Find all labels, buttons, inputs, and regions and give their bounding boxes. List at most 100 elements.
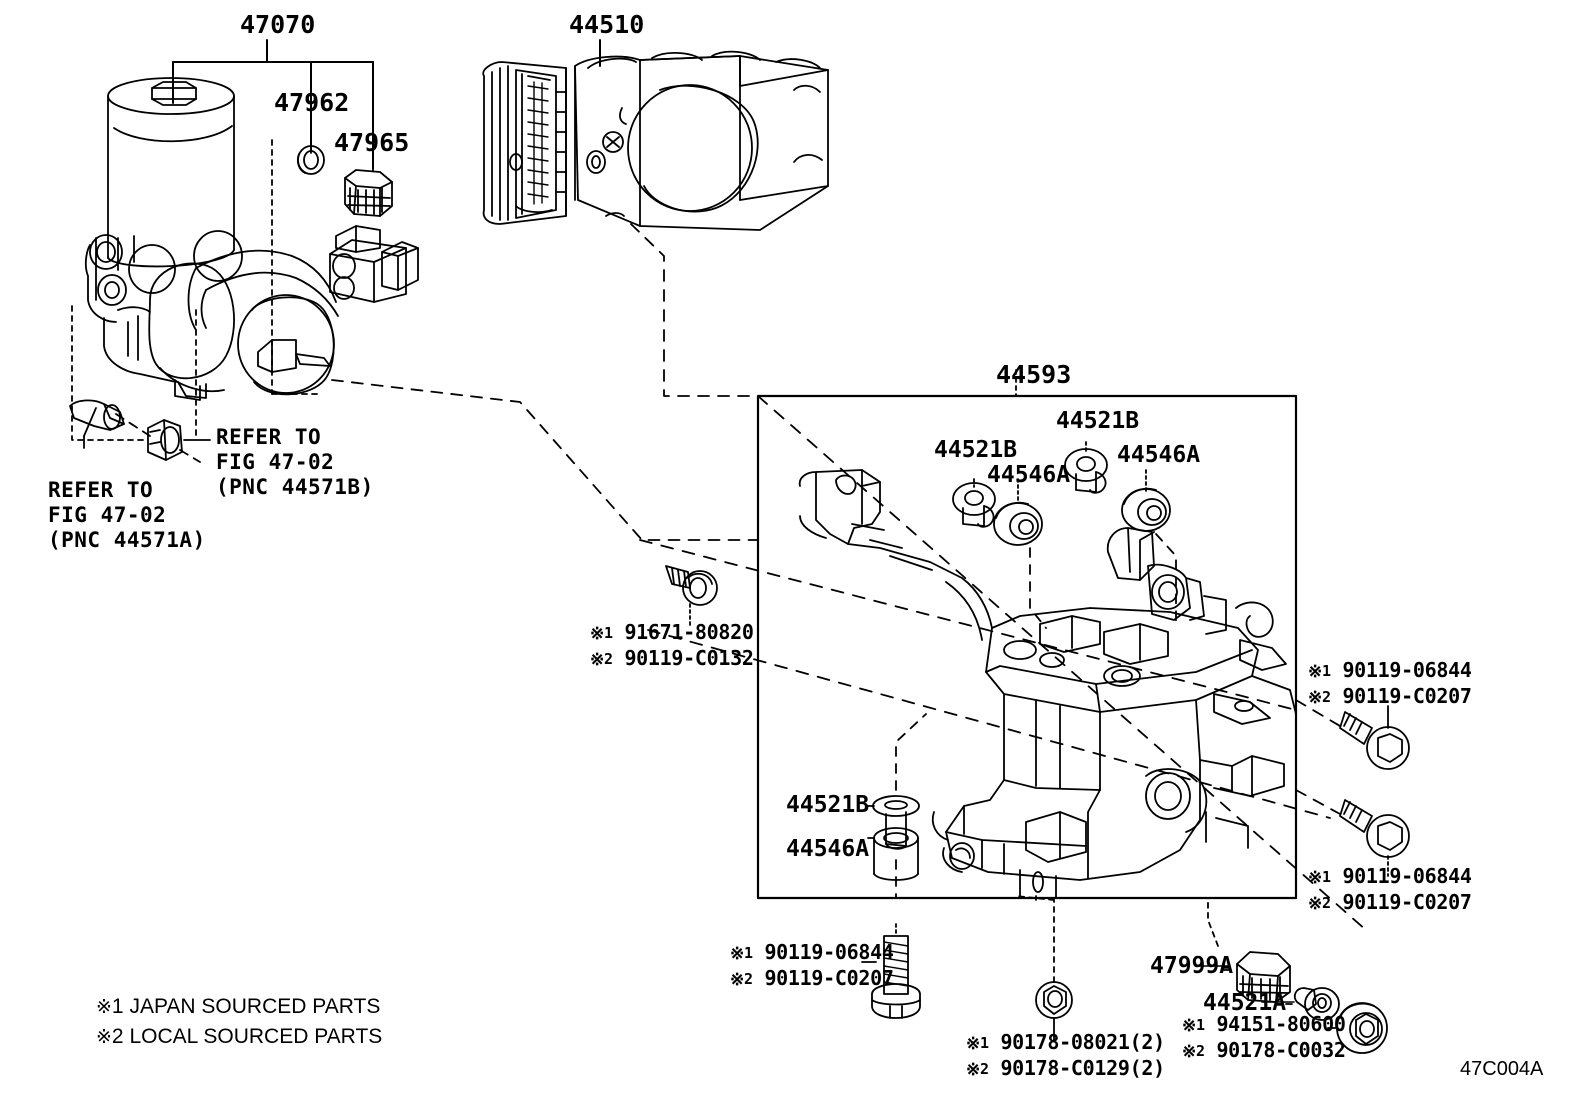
box-dash-diagonals [639,395,1367,931]
fastener-90119-06844-upper-right [1339,705,1410,770]
source-mark-2-num: 2 [743,970,753,988]
source-code-bolt-right-upper: ※1 90119-06844※2 90119-C0207 [1308,658,1472,710]
refer-left-hose [69,399,125,449]
source-code-bolt-center-left: ※1 91671-80820※2 90119-C0132 [590,620,754,672]
refer-right-line2: FIG 47-02 [216,450,335,474]
part-47962-oring [296,145,325,175]
source-mark-1-num: 1 [1195,1016,1205,1034]
source-code-1: 91671-80820 [624,620,754,644]
source-mark-1-num: 1 [1321,662,1331,680]
callout-47965: 47965 [334,128,410,157]
callout-44521B-upper-center: 44521B [1056,408,1140,434]
assembly-dash-47070 [331,379,759,541]
legend-mark-2-num: 2 [111,1025,124,1048]
source-code-1: 94151-80600 [1216,1012,1346,1036]
callout-47999A: 47999A [1150,953,1234,979]
callout-44510: 44510 [569,10,645,39]
callout-44546A-lower-left: 44546A [786,836,870,862]
source-code-nut-bottom-right: ※1 94151-80600※2 90178-C0032 [1182,1012,1346,1064]
refer-right-line1: REFER TO [216,425,322,449]
legend-mark-1: ※ [96,997,112,1018]
callout-44521A: 44521A [1203,990,1287,1016]
callout-47962: 47962 [274,88,350,117]
figure-code: 47C004A [1460,1058,1544,1080]
source-mark-1: ※ [966,1034,980,1054]
part-47999A [1207,897,1291,1003]
source-mark-2: ※ [730,970,744,990]
legend-text-1: JAPAN SOURCED PARTS [129,995,381,1018]
source-mark-1-num: 1 [979,1034,989,1052]
source-code-2: 90119-C0207 [1342,890,1472,914]
source-mark-1: ※ [1308,662,1322,682]
fastener-90119-06844-bottom-left [861,923,921,1019]
source-code-2: 90119-C0132 [624,646,754,670]
fastener-90178-08021 [1015,895,1073,1041]
source-mark-2: ※ [966,1060,980,1080]
guide-dash-47070 [271,139,321,395]
legend-mark-2: ※ [96,1027,112,1048]
source-code-1: 90119-06844 [764,940,894,964]
source-mark-2-num: 2 [603,650,613,668]
source-mark-1-num: 1 [1321,868,1331,886]
part-44546A-upper-right [1121,469,1171,532]
source-mark-1-num: 1 [743,944,753,962]
source-code-2: 90119-C0207 [764,966,894,990]
refer-dash-diagonals [115,413,201,463]
part-47070-booster-pump [84,77,419,401]
source-code-1: 90119-06844 [1342,658,1472,682]
source-mark-2: ※ [1308,894,1322,914]
source-code-1: 90119-06844 [1342,864,1472,888]
legend-mark-1-num: 1 [111,995,124,1018]
source-code-nut-bottom-center: ※1 90178-08021(2)※2 90178-C0129(2) [966,1030,1165,1082]
source-code-2: 90178-C0129(2) [1000,1056,1165,1080]
fastener-90119-06844-lower-right [1339,799,1410,877]
source-mark-1-num: 1 [603,624,613,642]
refer-right-line3: (PNC 44571B) [216,475,374,499]
refer-left-line2: FIG 47-02 [48,503,167,527]
source-mark-2-num: 2 [979,1060,989,1078]
box-dash-leaders [895,533,1177,901]
fastener-94151-80600 [1327,1002,1388,1054]
source-mark-2: ※ [1182,1042,1196,1062]
callout-leaders [1195,965,1295,1003]
part-44510-abs-actuator [482,50,829,231]
source-mark-2: ※ [1308,688,1322,708]
source-code-bolt-bottom-left: ※1 90119-06844※2 90119-C0207 [730,940,894,992]
callout-44546A-upper-left: 44546A [987,462,1071,488]
source-mark-2-num: 2 [1195,1042,1205,1060]
callout-44521B-upper-left: 44521B [934,437,1018,463]
source-code-2: 90119-C0207 [1342,684,1472,708]
callout-44546A-upper-right: 44546A [1117,442,1201,468]
source-mark-1: ※ [590,624,604,644]
fastener-91671-80820 [665,565,718,629]
assembly-box-44593 [756,369,1298,900]
source-mark-1: ※ [730,944,744,964]
sourced-parts-legend: ※1 JAPAN SOURCED PARTS※2 LOCAL SOURCED P… [96,992,382,1052]
refer-dash-guides [71,305,197,441]
part-44521B-upper-center [1064,441,1108,494]
callout-44521B-lower-left: 44521B [786,792,870,818]
source-mark-2-num: 2 [1321,894,1331,912]
source-mark-1: ※ [1182,1016,1196,1036]
right-bolt-dash [1295,699,1341,815]
refer-left-line1: REFER TO [48,478,154,502]
source-code-2: 90178-C0032 [1216,1038,1346,1062]
source-code-1: 90178-08021(2) [1000,1030,1165,1054]
source-mark-1: ※ [1308,868,1322,888]
part-44593-bracket [798,469,1297,899]
assembly-dash-44510 [630,223,759,397]
refer-left-line3: (PNC 44571A) [48,528,206,552]
callout-47070: 47070 [240,10,316,39]
part-44546A-upper-left [993,478,1043,546]
part-44521A [1285,987,1340,1021]
source-mark-2: ※ [590,650,604,670]
source-mark-2-num: 2 [1321,688,1331,706]
source-code-bolt-right-lower: ※1 90119-06844※2 90119-C0207 [1308,864,1472,916]
callout-44593: 44593 [996,360,1072,389]
part-44521B-upper-left [952,478,996,528]
legend-text-2: LOCAL SOURCED PARTS [129,1025,383,1048]
